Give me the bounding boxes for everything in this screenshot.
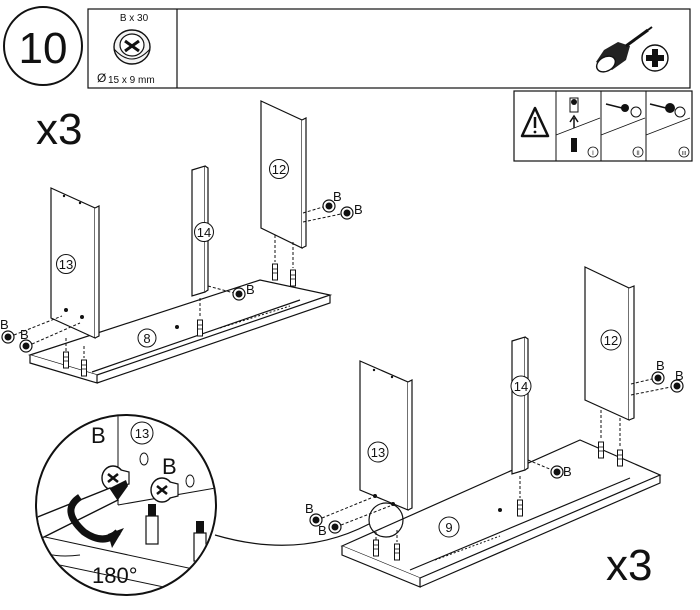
part-number-divider: 14 bbox=[514, 379, 528, 394]
dowel-icon bbox=[197, 319, 203, 337]
rotation-arrow-icon bbox=[67, 494, 124, 548]
dowel-icon bbox=[373, 539, 379, 557]
fastener-label: B bbox=[333, 189, 342, 204]
cam-lock-icon bbox=[328, 520, 342, 534]
step-number: 10 bbox=[19, 24, 68, 73]
base-panel: 9 bbox=[340, 439, 662, 588]
warning-step-label: II bbox=[636, 151, 640, 157]
fastener-label: B bbox=[91, 423, 106, 448]
part-number-base: 9 bbox=[445, 520, 452, 535]
dowel-icon bbox=[617, 449, 623, 467]
assembly-bottom: 9 13 B B 14 B bbox=[305, 266, 684, 588]
dowel-icon bbox=[598, 441, 604, 459]
side-panel-left: 13 bbox=[50, 187, 100, 339]
part-number-side-left: 13 bbox=[59, 257, 73, 272]
quantity-top: x3 bbox=[36, 105, 82, 154]
divider-panel: 14 bbox=[510, 336, 532, 475]
warning-step-label: I bbox=[592, 151, 594, 157]
detail-callout-circle bbox=[368, 502, 404, 538]
part-number-side-right: 12 bbox=[272, 162, 286, 177]
fastener-label: B bbox=[354, 202, 363, 217]
divider-panel: 14 bbox=[191, 165, 214, 297]
dowel-icon bbox=[394, 543, 400, 561]
hardware-size: 15 x 9 mm bbox=[108, 75, 155, 86]
side-panel-left: 13 bbox=[359, 360, 413, 511]
side-panel-right: 12 bbox=[260, 100, 307, 249]
part-number-base: 8 bbox=[143, 331, 150, 346]
cam-lock-icon bbox=[232, 287, 246, 301]
screwdriver-icon bbox=[595, 26, 653, 73]
cam-lock-icon bbox=[651, 371, 665, 385]
phillips-head-icon bbox=[641, 44, 669, 72]
dowel-icon bbox=[290, 269, 296, 287]
rotation-angle: 180° bbox=[92, 563, 138, 588]
dowel-icon bbox=[63, 351, 69, 369]
warning-panel: I II III bbox=[513, 90, 693, 162]
detail-connector bbox=[214, 523, 370, 546]
side-panel-right: 12 bbox=[584, 266, 635, 421]
cam-lock-icon bbox=[1, 330, 15, 344]
base-panel: 8 bbox=[27, 279, 333, 384]
warning-step-1: I bbox=[555, 97, 601, 158]
fastener-label: B bbox=[563, 464, 572, 479]
dowel-icon bbox=[272, 263, 278, 281]
fastener-label: B bbox=[318, 523, 327, 538]
cam-lock-icon bbox=[550, 465, 564, 479]
detail-magnifier: B B 13 180° bbox=[35, 414, 217, 596]
dowel-icon bbox=[517, 499, 523, 517]
part-number-divider: 14 bbox=[197, 225, 211, 240]
fastener-label: B bbox=[675, 368, 684, 383]
fastener-label: B bbox=[305, 501, 314, 516]
fastener-label: B bbox=[246, 282, 255, 297]
hardware-header: B x 30 Ø 15 x 9 mm bbox=[87, 8, 691, 89]
dowel-icon bbox=[81, 359, 87, 377]
part-number-side-left: 13 bbox=[371, 445, 385, 460]
step-number-badge: 10 bbox=[3, 6, 83, 86]
fastener-label: B bbox=[162, 454, 177, 479]
fastener-label: B bbox=[0, 317, 9, 332]
hardware-label: B x 30 bbox=[120, 13, 149, 24]
warning-step-3: III bbox=[645, 103, 691, 158]
svg-text:Ø: Ø bbox=[97, 71, 106, 85]
quantity-bottom: x3 bbox=[606, 541, 652, 590]
fastener-label: B bbox=[656, 358, 665, 373]
cam-lock-icon bbox=[340, 206, 354, 220]
part-number-side-right: 12 bbox=[604, 333, 618, 348]
detail-part-number: 13 bbox=[135, 426, 149, 441]
warning-step-2: II bbox=[600, 103, 646, 158]
cam-lock-icon bbox=[113, 29, 151, 65]
warning-icon bbox=[520, 106, 550, 138]
fastener-label: B bbox=[20, 327, 29, 342]
warning-step-label: III bbox=[682, 151, 687, 157]
assembly-top: 8 13 B B 14 B bbox=[0, 100, 363, 384]
